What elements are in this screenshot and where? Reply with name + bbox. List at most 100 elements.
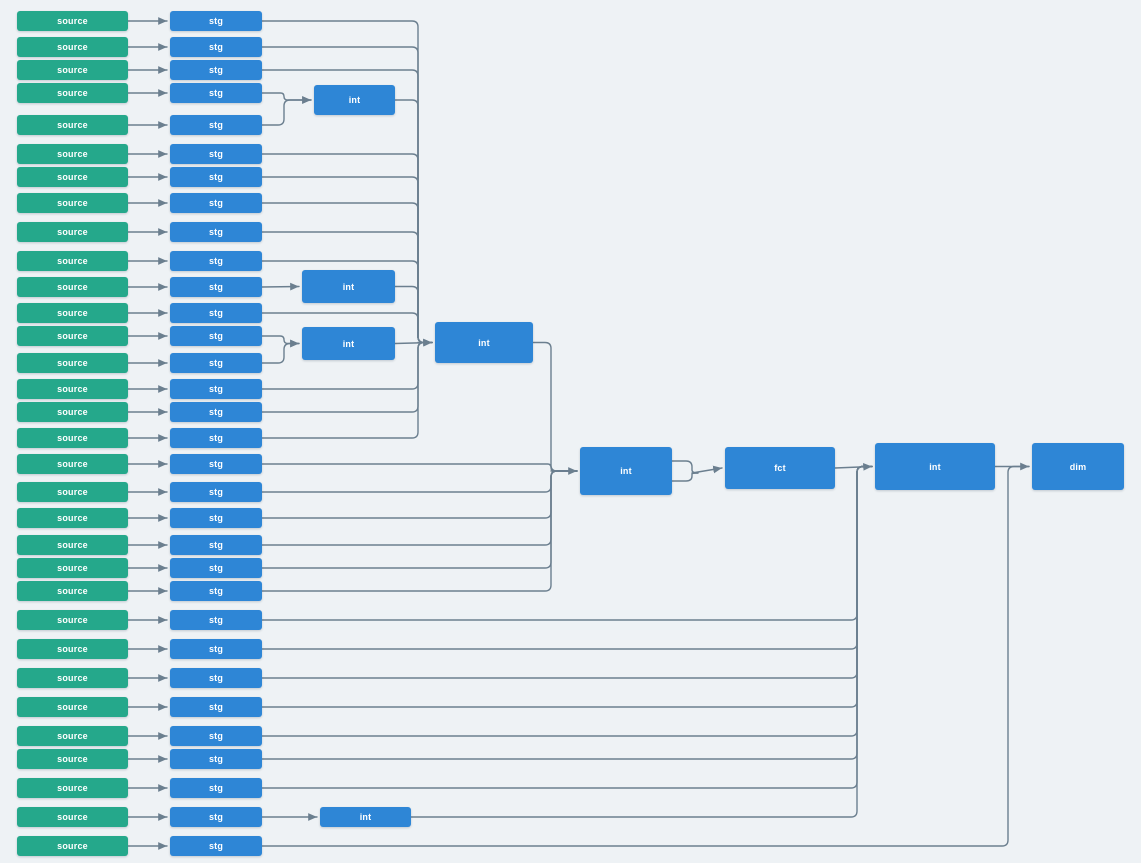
node-stg-stg5[interactable]: stg [170, 115, 262, 135]
node-stg-stg1[interactable]: stg [170, 11, 262, 31]
node-source-src5[interactable]: source [17, 115, 128, 135]
node-stg-stg32[interactable]: stg [170, 836, 262, 856]
node-stg-stg11[interactable]: stg [170, 277, 262, 297]
node-int-int2[interactable]: int [302, 270, 395, 303]
node-int-int7[interactable]: int [320, 807, 411, 827]
node-label: int [620, 466, 632, 476]
node-source-src13[interactable]: source [17, 326, 128, 346]
node-stg-stg3[interactable]: stg [170, 60, 262, 80]
edge [394, 285, 433, 344]
node-int-int1[interactable]: int [314, 85, 395, 115]
node-label: source [57, 433, 88, 443]
node-source-src9[interactable]: source [17, 222, 128, 242]
node-label: source [57, 384, 88, 394]
node-source-src20[interactable]: source [17, 508, 128, 528]
node-stg-stg20[interactable]: stg [170, 508, 262, 528]
node-stg-stg28[interactable]: stg [170, 726, 262, 746]
node-label: source [57, 16, 88, 26]
node-stg-stg10[interactable]: stg [170, 251, 262, 271]
node-stg-stg30[interactable]: stg [170, 778, 262, 798]
node-int-int3[interactable]: int [302, 327, 395, 360]
edge [261, 465, 873, 708]
node-stg-stg27[interactable]: stg [170, 697, 262, 717]
node-label: source [57, 841, 88, 851]
node-source-src3[interactable]: source [17, 60, 128, 80]
node-stg-stg2[interactable]: stg [170, 37, 262, 57]
node-dim-dim1[interactable]: dim [1032, 443, 1124, 490]
node-label: stg [208, 88, 224, 98]
node-source-src14[interactable]: source [17, 353, 128, 373]
node-stg-stg7[interactable]: stg [170, 167, 262, 187]
node-label: source [57, 563, 88, 573]
node-label: source [57, 407, 88, 417]
node-source-src30[interactable]: source [17, 778, 128, 798]
node-source-src15[interactable]: source [17, 379, 128, 399]
node-fct-fct1[interactable]: fct [725, 447, 835, 489]
node-stg-stg18[interactable]: stg [170, 454, 262, 474]
node-source-src22[interactable]: source [17, 558, 128, 578]
node-label: stg [208, 841, 224, 851]
node-source-src19[interactable]: source [17, 482, 128, 502]
node-label: stg [208, 331, 224, 341]
node-stg-stg16[interactable]: stg [170, 402, 262, 422]
node-source-src1[interactable]: source [17, 11, 128, 31]
node-stg-stg22[interactable]: stg [170, 558, 262, 578]
node-stg-stg21[interactable]: stg [170, 535, 262, 555]
node-source-src7[interactable]: source [17, 167, 128, 187]
node-stg-stg15[interactable]: stg [170, 379, 262, 399]
node-source-src2[interactable]: source [17, 37, 128, 57]
node-source-src6[interactable]: source [17, 144, 128, 164]
node-int-int4[interactable]: int [435, 322, 533, 363]
node-stg-stg23[interactable]: stg [170, 581, 262, 601]
node-stg-stg24[interactable]: stg [170, 610, 262, 630]
edge [261, 153, 433, 344]
node-stg-stg4[interactable]: stg [170, 83, 262, 103]
node-label: source [57, 227, 88, 237]
node-source-src10[interactable]: source [17, 251, 128, 271]
node-source-src11[interactable]: source [17, 277, 128, 297]
node-stg-stg29[interactable]: stg [170, 749, 262, 769]
node-label: source [57, 65, 88, 75]
edge [410, 465, 873, 818]
node-stg-stg26[interactable]: stg [170, 668, 262, 688]
node-source-src24[interactable]: source [17, 610, 128, 630]
node-stg-stg9[interactable]: stg [170, 222, 262, 242]
node-int-int5[interactable]: int [580, 447, 672, 495]
node-label: stg [208, 149, 224, 159]
node-stg-stg8[interactable]: stg [170, 193, 262, 213]
node-label: source [57, 459, 88, 469]
node-source-src25[interactable]: source [17, 639, 128, 659]
node-stg-stg6[interactable]: stg [170, 144, 262, 164]
node-stg-stg31[interactable]: stg [170, 807, 262, 827]
node-source-src32[interactable]: source [17, 836, 128, 856]
node-label: int [478, 337, 490, 348]
node-source-src17[interactable]: source [17, 428, 128, 448]
node-stg-stg12[interactable]: stg [170, 303, 262, 323]
edge [691, 465, 723, 474]
node-source-src18[interactable]: source [17, 454, 128, 474]
node-source-src28[interactable]: source [17, 726, 128, 746]
node-source-src8[interactable]: source [17, 193, 128, 213]
edge [261, 335, 300, 348]
node-source-src4[interactable]: source [17, 83, 128, 103]
node-label: source [57, 256, 88, 266]
node-source-src29[interactable]: source [17, 749, 128, 769]
node-source-src31[interactable]: source [17, 807, 128, 827]
node-label: source [57, 783, 88, 793]
node-stg-stg17[interactable]: stg [170, 428, 262, 448]
node-source-src26[interactable]: source [17, 668, 128, 688]
node-label: stg [208, 459, 224, 469]
node-stg-stg13[interactable]: stg [170, 326, 262, 346]
node-source-src12[interactable]: source [17, 303, 128, 323]
node-label: stg [208, 256, 224, 266]
node-stg-stg19[interactable]: stg [170, 482, 262, 502]
node-stg-stg25[interactable]: stg [170, 639, 262, 659]
node-int-int6[interactable]: int [875, 443, 995, 490]
node-source-src27[interactable]: source [17, 697, 128, 717]
node-source-src21[interactable]: source [17, 535, 128, 555]
node-label: source [57, 812, 88, 822]
node-source-src23[interactable]: source [17, 581, 128, 601]
node-stg-stg14[interactable]: stg [170, 353, 262, 373]
node-source-src16[interactable]: source [17, 402, 128, 422]
